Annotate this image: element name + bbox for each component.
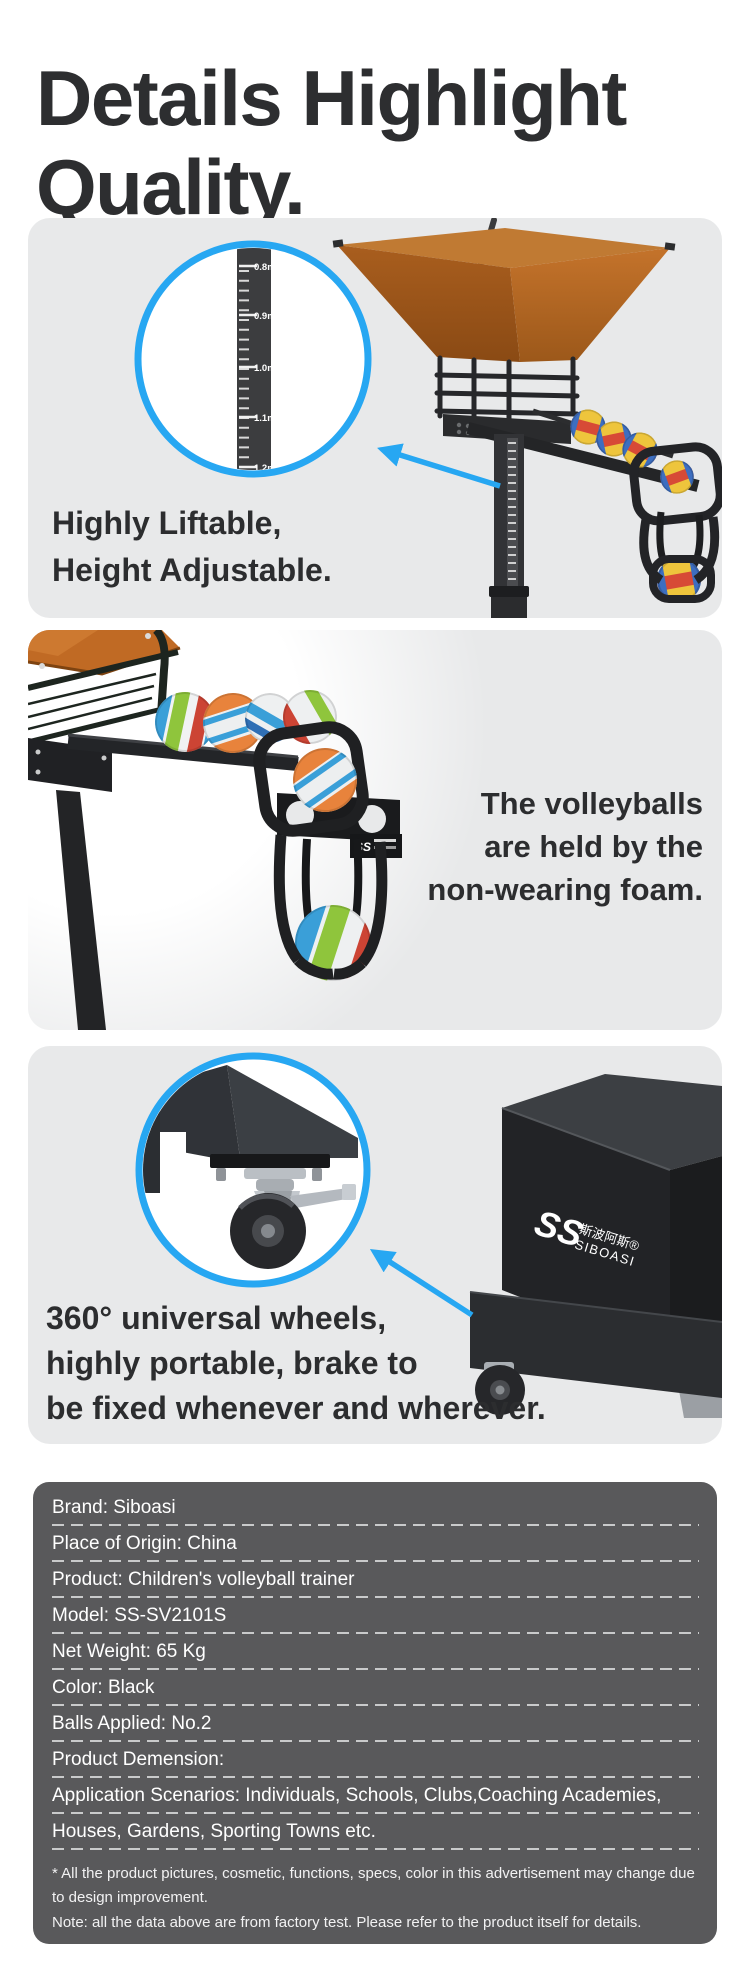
hopper-corner bbox=[28, 630, 181, 676]
ruler-label: 1.0m bbox=[254, 363, 276, 374]
ball-catcher bbox=[629, 442, 722, 607]
spec-row: Net Weight: 65 Kg bbox=[52, 1634, 701, 1670]
title-line1: Details Highlight bbox=[36, 54, 627, 143]
ruler-label: 0.9m bbox=[254, 311, 276, 322]
spec-row: Product Demension: bbox=[52, 1742, 701, 1778]
caster-wheel bbox=[210, 1154, 356, 1269]
caption-line: non-wearing foam. bbox=[427, 872, 703, 907]
caption-line: Height Adjustable. bbox=[52, 552, 332, 588]
basket-frame bbox=[434, 355, 580, 423]
caption-line: 360° universal wheels, bbox=[46, 1300, 387, 1336]
trainer-machine-render bbox=[332, 218, 722, 618]
feature-card-liftable: 0.8m 0.9m 1.0m 1.1m 1.2m Highly Liftable… bbox=[28, 218, 722, 618]
title-line2: Quality. bbox=[36, 143, 306, 232]
liftable-illustration: 0.8m 0.9m 1.0m 1.1m 1.2m bbox=[134, 218, 722, 618]
hopper bbox=[332, 218, 676, 362]
feature-caption-wheels: 360° universal wheels, highly portable, … bbox=[46, 1296, 546, 1431]
spec-row: Brand: Siboasi bbox=[52, 1490, 701, 1526]
foam-illustration: SS bbox=[28, 630, 488, 1030]
caption-line: Highly Liftable, bbox=[52, 505, 282, 541]
caption-line: be fixed whenever and wherever. bbox=[46, 1390, 546, 1426]
feature-caption-foam: The volleyballs are held by the non-wear… bbox=[427, 782, 703, 911]
spec-row: Product: Children's volleyball trainer bbox=[52, 1562, 701, 1598]
base-plinth bbox=[470, 1292, 722, 1398]
machine-leg bbox=[56, 790, 106, 1030]
spec-row: Color: Black bbox=[52, 1670, 701, 1706]
note-line: * All the product pictures, cosmetic, fu… bbox=[52, 1865, 695, 1906]
volleyball bbox=[280, 735, 370, 825]
note-line: Note: all the data above are from factor… bbox=[52, 1914, 642, 1931]
spec-row: Model: SS-SV2101S bbox=[52, 1598, 701, 1634]
spec-row: Place of Origin: China bbox=[52, 1526, 701, 1562]
volleyball bbox=[654, 454, 699, 499]
spec-table: Brand: Siboasi Place of Origin: China Pr… bbox=[33, 1482, 717, 1944]
caption-line: The volleyballs bbox=[480, 786, 703, 821]
frame-rails bbox=[28, 630, 179, 745]
side-plate bbox=[28, 738, 112, 792]
caption-line: are held by the bbox=[484, 829, 703, 864]
spec-row: Houses, Gardens, Sporting Towns etc. bbox=[52, 1814, 701, 1850]
ruler-label: 0.8m bbox=[254, 262, 276, 273]
ruler-label: 1.1m bbox=[254, 413, 276, 424]
feature-card-foam: SS The vol bbox=[28, 630, 722, 1030]
ruler: 0.8m 0.9m 1.0m 1.1m 1.2m bbox=[237, 248, 276, 474]
wheel-callout bbox=[135, 1052, 371, 1288]
disclaimer-notes: * All the product pictures, cosmetic, fu… bbox=[52, 1862, 707, 1935]
spec-row: Balls Applied: No.2 bbox=[52, 1706, 701, 1742]
feature-card-wheels: SS 斯波阿斯® SIBOASI bbox=[28, 1046, 722, 1444]
boom-plate bbox=[443, 414, 571, 444]
catcher-ring bbox=[253, 721, 369, 837]
height-post bbox=[489, 434, 529, 618]
spec-row: Application Scenarios: Individuals, Scho… bbox=[52, 1778, 701, 1814]
ruler-callout: 0.8m 0.9m 1.0m 1.1m 1.2m bbox=[134, 240, 372, 478]
arrow-icon bbox=[369, 1249, 474, 1318]
arrow-icon bbox=[377, 443, 501, 489]
caster-wheel-small bbox=[475, 1362, 525, 1415]
foam-clamp bbox=[273, 834, 388, 991]
caption-line: highly portable, brake to bbox=[46, 1345, 418, 1381]
machine-box: SS 斯波阿斯® SIBOASI bbox=[469, 1074, 722, 1418]
feature-caption-liftable: Highly Liftable, Height Adjustable. bbox=[52, 500, 332, 594]
ruler-label: 1.2m bbox=[254, 463, 276, 474]
wheels-illustration: SS 斯波阿斯® SIBOASI bbox=[135, 1052, 722, 1418]
